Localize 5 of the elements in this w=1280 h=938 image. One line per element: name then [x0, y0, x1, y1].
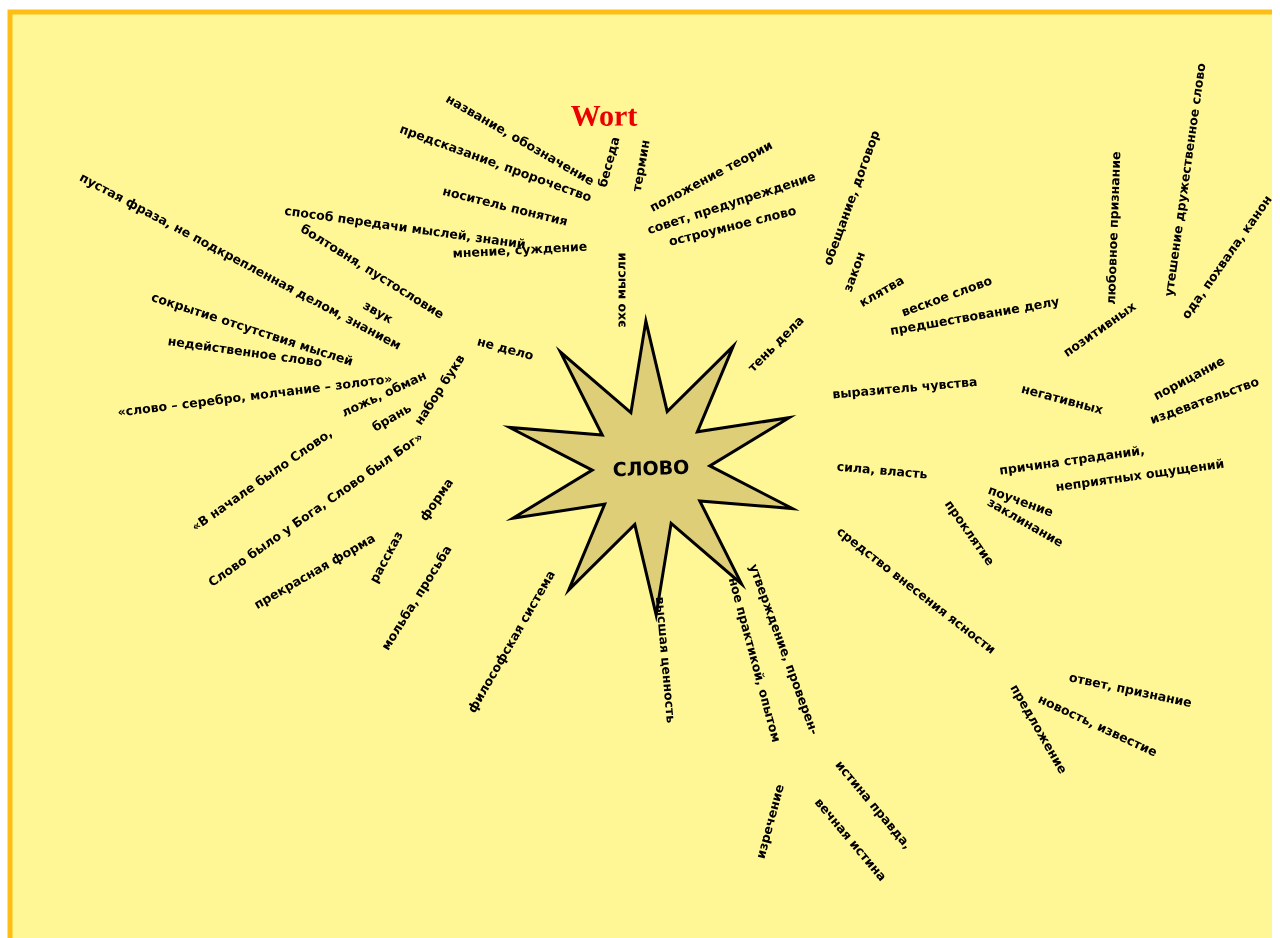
branch-label: любовное признание	[1106, 152, 1121, 304]
branch-label: выразитель чувства	[833, 379, 977, 400]
branch-label: сила, власть	[837, 464, 927, 479]
heading: Wort	[571, 105, 638, 127]
branch-label: термин	[633, 140, 650, 192]
